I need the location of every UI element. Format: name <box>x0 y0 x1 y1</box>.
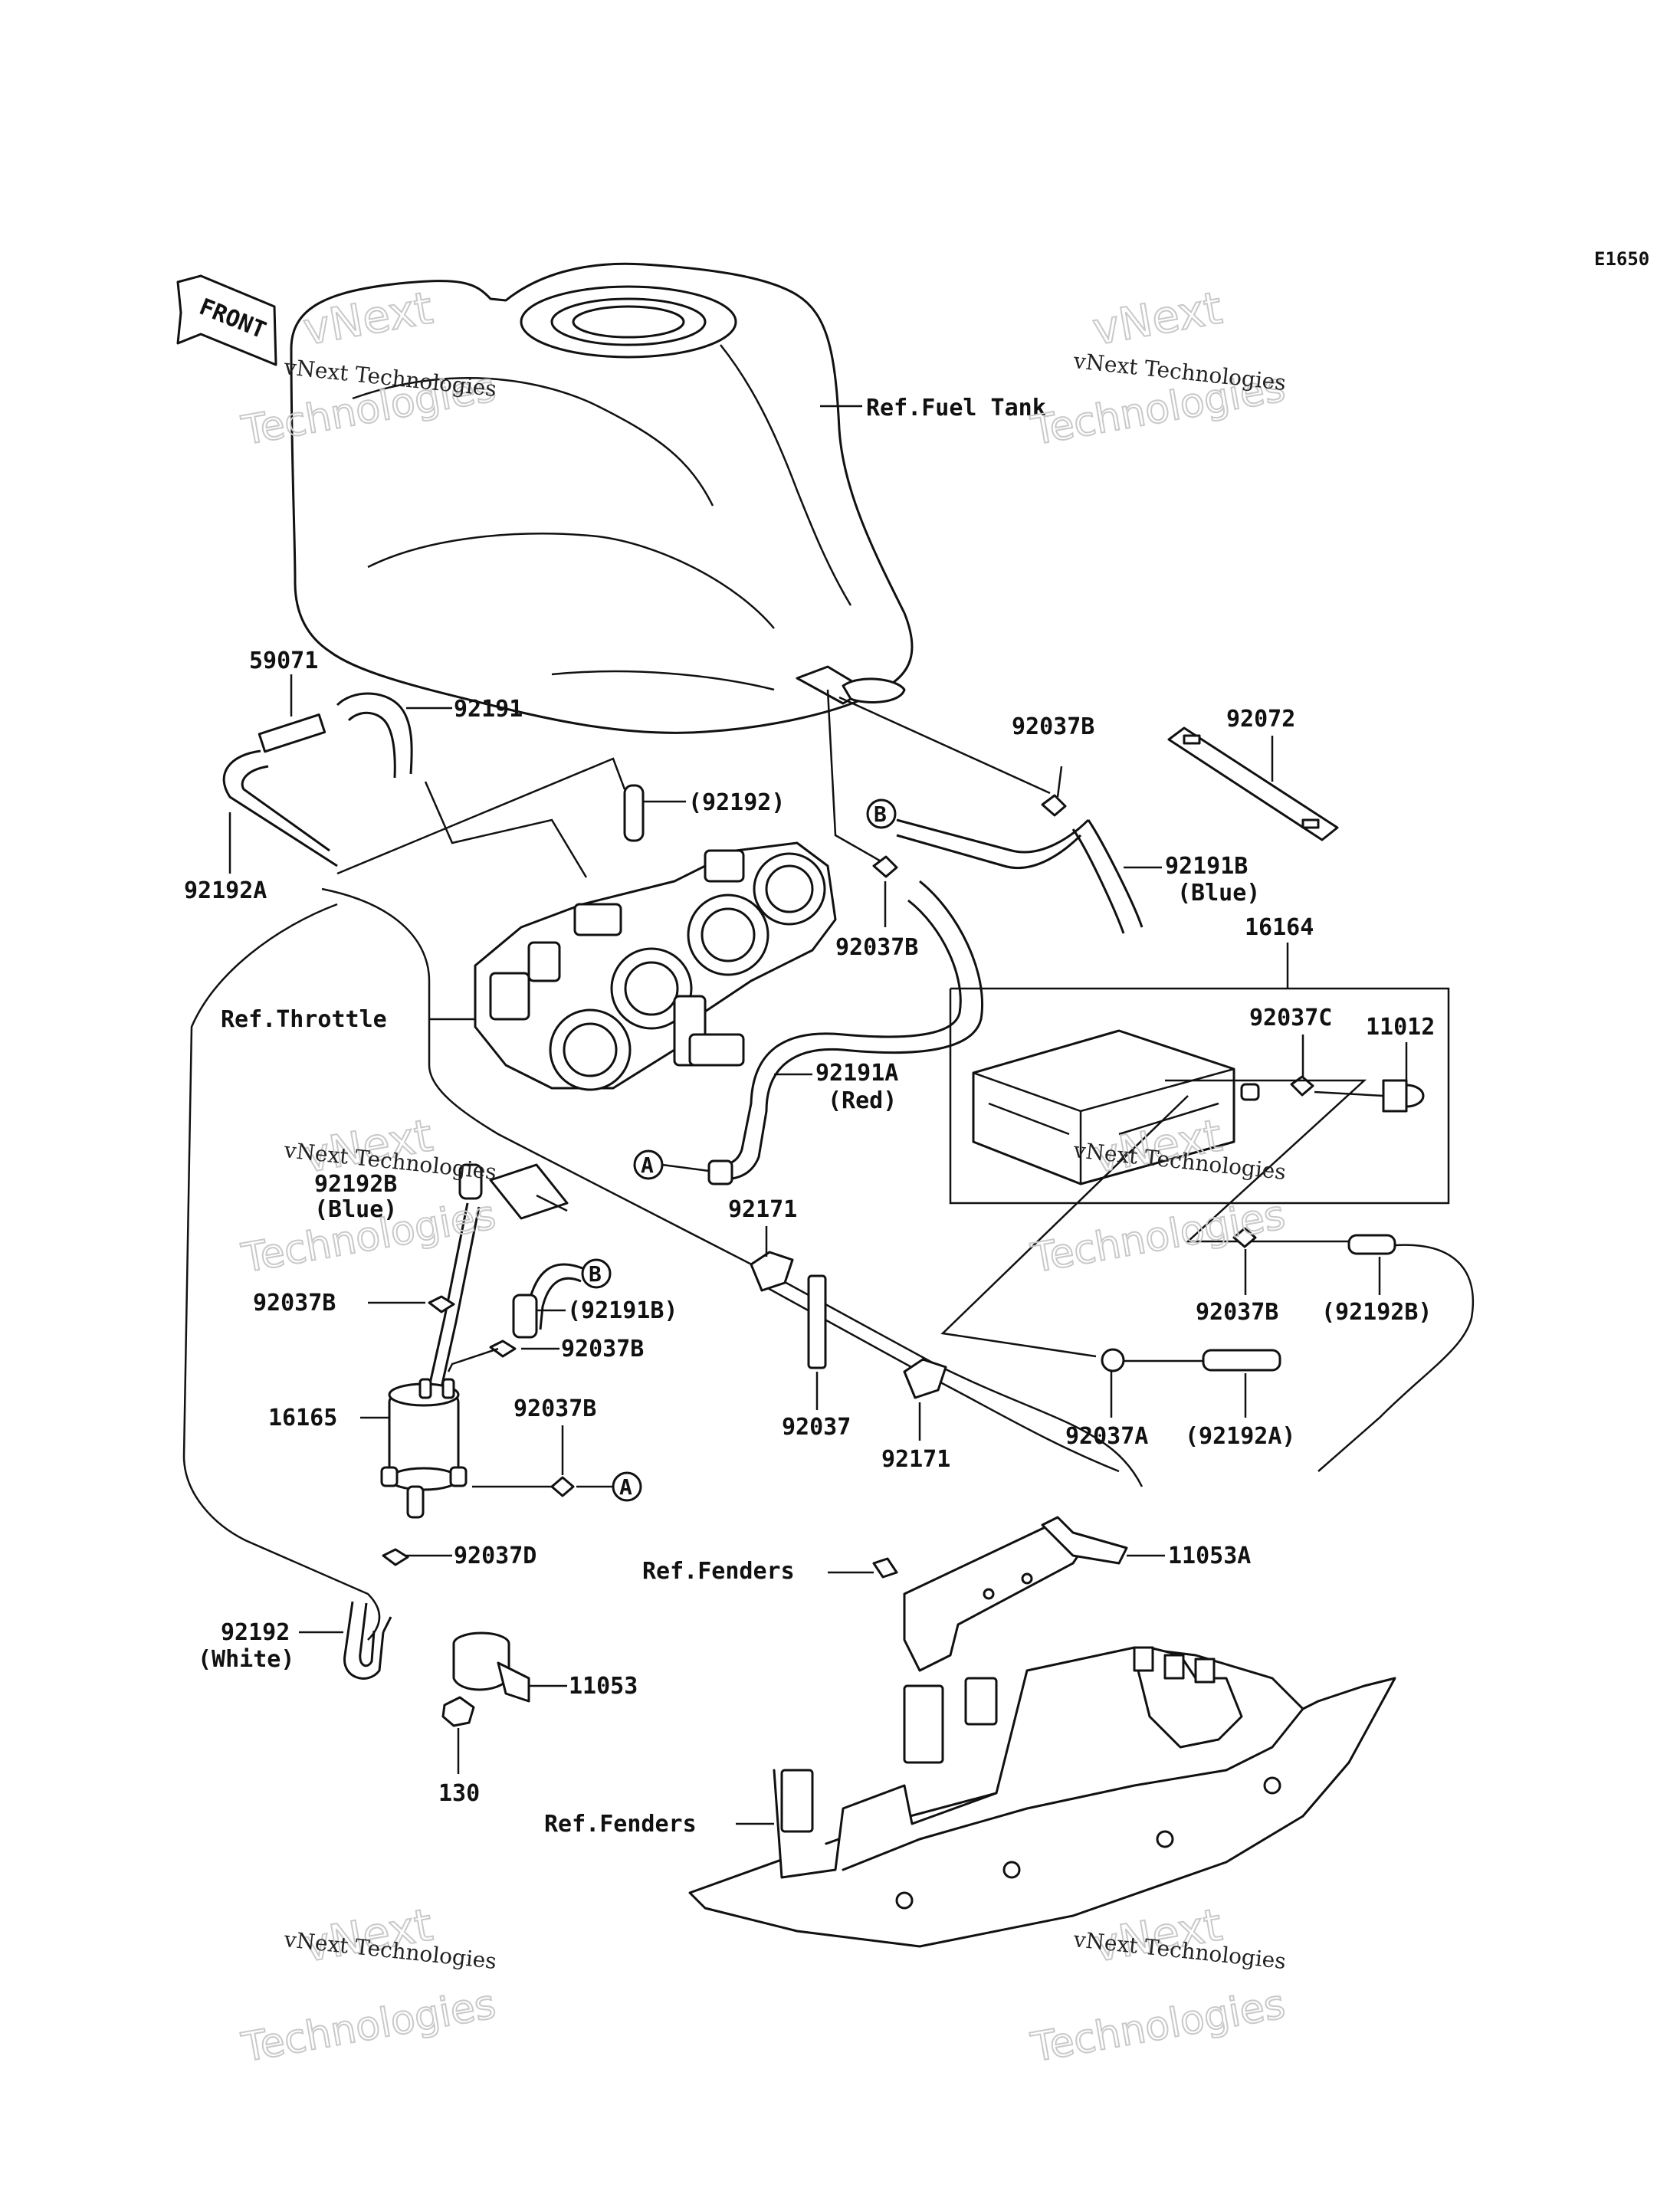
label-92037b-top: 92037B <box>1012 713 1094 740</box>
fuel-filter <box>380 1378 468 1519</box>
callout-b-top-label: B <box>874 802 887 827</box>
bracket-11053 <box>452 1631 530 1703</box>
svg-text:Technologies: Technologies <box>1028 1192 1288 1282</box>
label-ref-throttle: Ref.Throttle <box>221 1006 387 1033</box>
label-92037b-left2: 92037B <box>561 1336 644 1362</box>
label-92192b: 92192B <box>314 1171 397 1198</box>
label-92171-top: 92171 <box>728 1196 797 1223</box>
label-92192-white: (White) <box>198 1646 294 1673</box>
callout-b-top <box>866 798 897 829</box>
label-92191b: 92191B <box>1165 853 1248 880</box>
bracket-11053a <box>903 1516 1128 1672</box>
watermark-5: vNext Technologies vNext Technologies <box>238 1897 500 2072</box>
canister <box>972 1029 1235 1185</box>
label-ref-fuel-tank: Ref.Fuel Tank <box>866 395 1046 421</box>
label-11012: 11012 <box>1366 1014 1435 1041</box>
label-92192a-paren: (92192A) <box>1185 1423 1296 1450</box>
label-92037a: 92037A <box>1065 1423 1148 1450</box>
clip-92037b-top <box>1041 766 1067 817</box>
label-92191: 92191 <box>454 696 523 723</box>
watermark-2: vNext Technologies vNext Technologies <box>1027 280 1289 455</box>
label-92171-bottom: 92171 <box>881 1446 950 1473</box>
watermark-6: vNext Technologies vNext Technologies <box>1027 1897 1289 2072</box>
callout-a-top-label: A <box>641 1153 654 1178</box>
svg-text:Technologies: Technologies <box>1028 1982 1288 2071</box>
bolt-130 <box>441 1696 475 1774</box>
label-92192b-paren: (92192B) <box>1321 1299 1432 1326</box>
clip-92171-top <box>750 1226 794 1292</box>
label-92192-paren: (92192) <box>688 789 785 816</box>
label-92072: 92072 <box>1226 706 1295 733</box>
rear-fender <box>688 1646 1396 1948</box>
label-92037b-a: 92037B <box>514 1395 596 1422</box>
clip-92037b-mid <box>872 855 898 927</box>
label-92192a: 92192A <box>184 877 267 904</box>
label-92037: 92037 <box>782 1414 851 1441</box>
label-130: 130 <box>438 1780 480 1807</box>
label-92192b-blue: (Blue) <box>314 1196 397 1223</box>
label-11053a: 11053A <box>1168 1543 1251 1569</box>
label-59071: 59071 <box>249 648 318 674</box>
label-92037b-left: 92037B <box>253 1290 336 1317</box>
label-92191b-blue: (Blue) <box>1177 880 1260 907</box>
label-ref-fenders-2: Ref.Fenders <box>544 1811 697 1838</box>
label-92191a: 92191A <box>815 1060 898 1087</box>
callout-a-bottom <box>612 1471 642 1502</box>
label-92037b-right: 92037B <box>1196 1299 1278 1326</box>
label-11053: 11053 <box>569 1673 638 1700</box>
part-92072 <box>1167 726 1339 841</box>
label-92192: 92192 <box>221 1619 290 1646</box>
svg-text:Technologies: Technologies <box>238 1982 499 2071</box>
callout-b-mid-label: B <box>589 1261 602 1287</box>
label-16165: 16165 <box>268 1405 337 1431</box>
front-arrow-icon: FRONT <box>176 274 277 366</box>
part-59071 <box>258 674 326 753</box>
label-92037c: 92037C <box>1249 1005 1332 1031</box>
label-ref-fenders-1: Ref.Fenders <box>642 1558 795 1585</box>
svg-text:vNext: vNext <box>1089 281 1226 355</box>
callout-b-mid <box>581 1258 612 1289</box>
throttle-body <box>474 841 837 1091</box>
label-92191b-paren: (92191B) <box>567 1297 678 1324</box>
callout-a-bottom-label: A <box>619 1474 632 1500</box>
label-92037b-mid: 92037B <box>835 934 918 961</box>
label-92037d: 92037D <box>454 1543 536 1569</box>
clip-92171-bottom <box>903 1358 947 1441</box>
label-92191a-red: (Red) <box>828 1087 897 1114</box>
label-16164: 16164 <box>1245 914 1314 941</box>
diagram-code: E1650 <box>1594 248 1649 270</box>
